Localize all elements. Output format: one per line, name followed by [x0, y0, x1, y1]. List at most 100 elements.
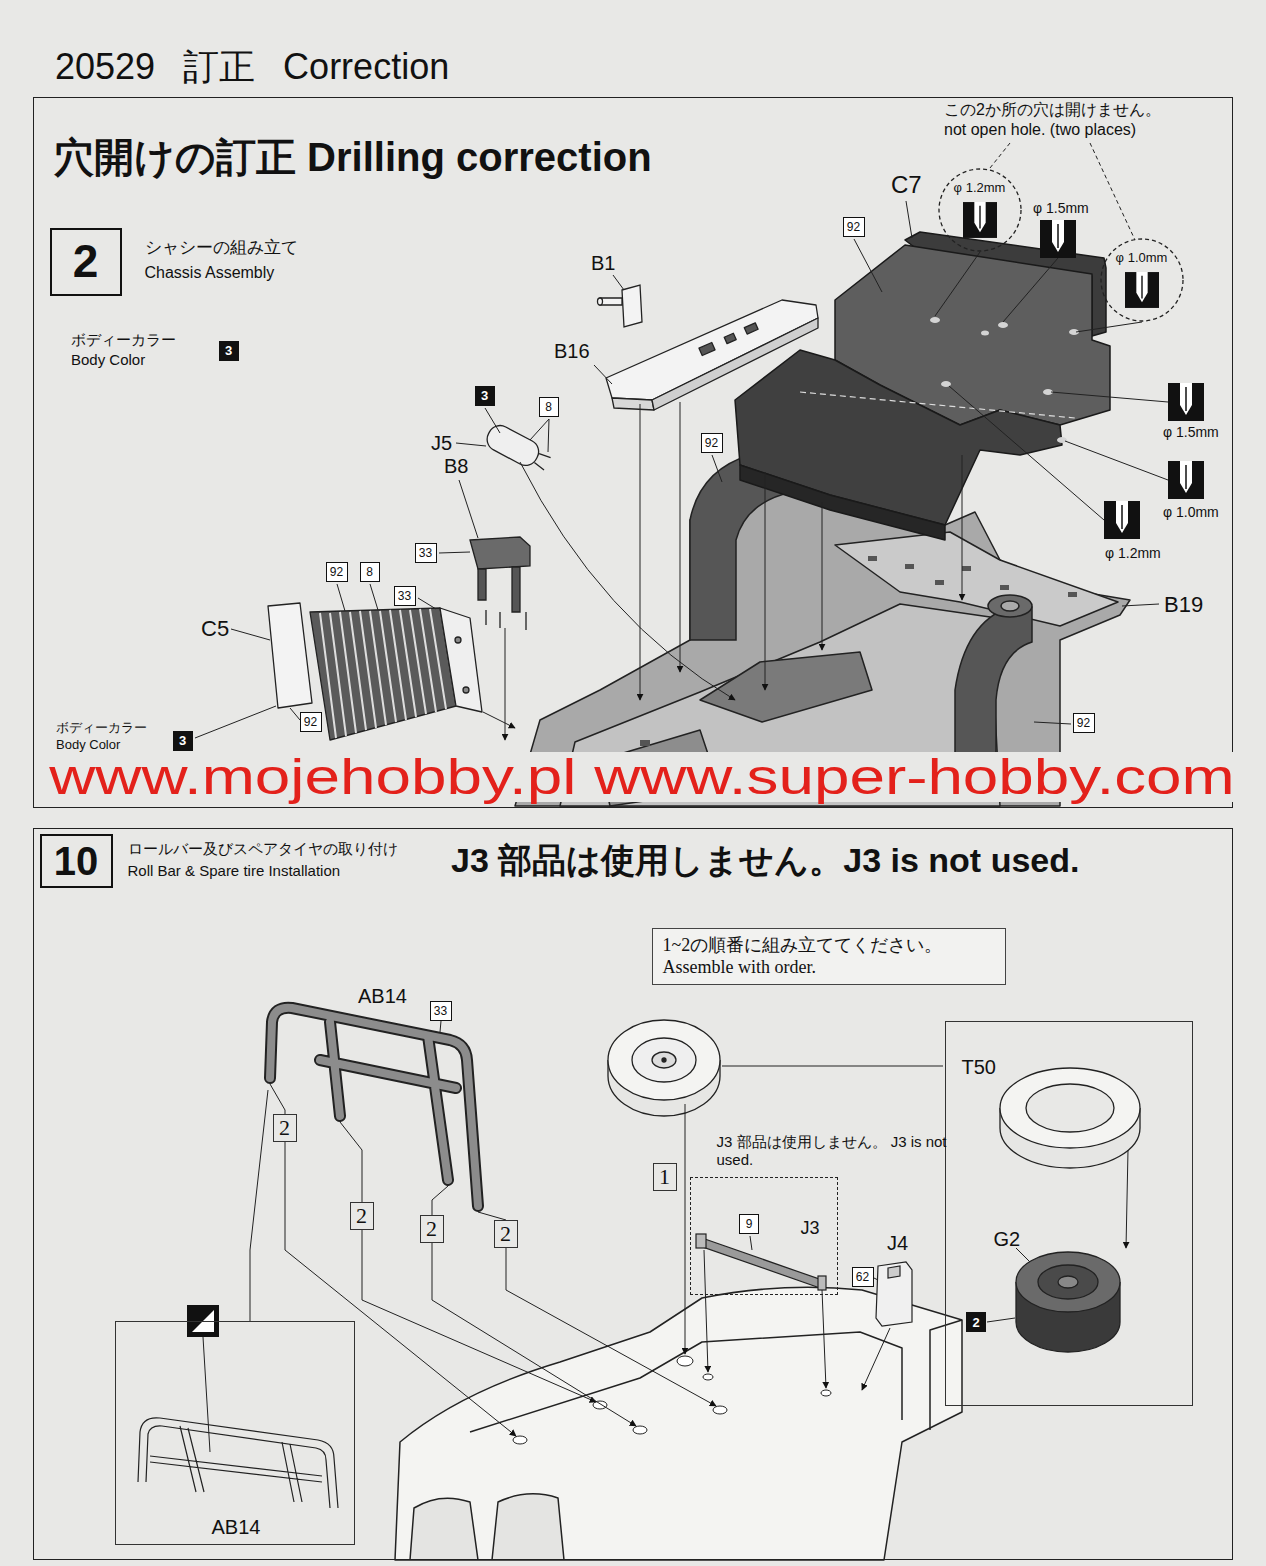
text-anchor: 9 — [746, 1218, 753, 1230]
fuel-can-part — [888, 1266, 900, 1278]
text-anchor: 穴開けの訂正 Drilling correction — [54, 134, 652, 180]
leader-line — [1016, 1248, 1030, 1262]
text-anchor: 1~2の順番に組み立ててください。 Assemble with order. — [663, 934, 995, 979]
assembly-arrow — [962, 455, 963, 600]
text-anchor: φ 1.2mm — [938, 181, 1022, 196]
step-number-box: 10ロールバー及びスペアタイヤの取り付けRoll Bar & Spare tir… — [40, 834, 113, 888]
chassis-tub — [700, 652, 872, 722]
floor-panel — [740, 465, 945, 540]
label-anchor: B16 — [553, 340, 591, 363]
radiator-part — [268, 603, 482, 740]
label-anchor: ボディーカラー — [70, 331, 177, 349]
part-label: J5 — [430, 432, 453, 455]
spare-tire — [662, 1058, 666, 1062]
car-body — [395, 1287, 962, 1560]
paint-callout: 92 — [1073, 713, 1095, 733]
assembly-arrow — [640, 404, 641, 700]
text-anchor: 92 — [1077, 717, 1090, 729]
part-label: C5 — [200, 616, 230, 641]
car-body — [410, 1498, 478, 1560]
console-part — [612, 398, 654, 410]
order-number-box: 2 — [494, 1220, 518, 1248]
text-anchor: 92 — [330, 566, 343, 578]
paint-callout-black: 3 — [475, 386, 495, 406]
assembly-arrow — [340, 1122, 596, 1402]
hole-mark — [998, 322, 1008, 328]
part-label: J4 — [886, 1232, 909, 1255]
part-label: φ 1.5mm — [1032, 200, 1090, 216]
paint-callout: 92 — [326, 562, 348, 582]
node-heading: ロールバー及びスペアタイヤの取り付け — [128, 840, 398, 857]
text-anchor: Chassis Assembly — [145, 264, 275, 282]
drill-icon — [1040, 220, 1076, 258]
label-anchor: B19 — [1163, 592, 1204, 617]
part-label: B19 — [1163, 592, 1204, 617]
leader-line — [1034, 722, 1071, 724]
car-body — [395, 1287, 962, 1560]
assembly-arrow — [685, 1104, 686, 1354]
chassis-tub — [835, 532, 1118, 626]
floor-panel — [735, 350, 1062, 525]
floor-hole — [640, 740, 650, 746]
text-anchor: 33 — [419, 547, 432, 559]
text-anchor: 33 — [398, 590, 411, 602]
assembly-arrow — [680, 402, 681, 672]
leader-line — [874, 1278, 878, 1280]
mount-hole — [821, 1390, 831, 1396]
radiator-part — [310, 608, 456, 740]
node-text: T50 — [962, 1056, 996, 1079]
lever-part — [622, 285, 642, 327]
leader-line — [987, 1318, 1015, 1322]
drill-leader — [1003, 258, 1058, 322]
paint-callout: 62 — [852, 1267, 874, 1287]
leader-line — [722, 1066, 943, 1067]
dashed-circle-outline — [939, 169, 1021, 251]
wheel-arch — [1001, 601, 1019, 611]
detail-inset-box: T50G22 — [945, 1021, 1193, 1406]
node-text: 92 — [330, 566, 343, 578]
leader-line — [290, 708, 300, 720]
drill-leader — [949, 386, 1104, 520]
leader-line — [418, 598, 436, 609]
floor-hole — [1068, 592, 1077, 597]
text-anchor: 92 — [847, 221, 860, 233]
unused-bar-part — [700, 1238, 822, 1288]
text-anchor: J3 — [801, 1218, 820, 1239]
node-text: 62 — [856, 1271, 869, 1283]
part-label: φ 1.5mm — [1162, 424, 1220, 440]
leader-line — [195, 706, 276, 738]
roll-bar — [270, 1008, 478, 1206]
drill-leader — [1065, 441, 1168, 480]
extinguisher-part — [483, 421, 553, 475]
label-anchor: B8 — [443, 455, 469, 478]
label-anchor: AB14 — [357, 985, 408, 1008]
assembly-arrow — [862, 1328, 890, 1390]
drill-icon — [963, 202, 997, 238]
text-anchor: 2 — [972, 1316, 979, 1329]
order-number-box: 1 — [653, 1163, 677, 1191]
assembly-arrow — [270, 1084, 1128, 1436]
roll-bar-detail — [138, 1418, 338, 1508]
roll-bar — [270, 1008, 478, 1206]
car-body — [470, 1332, 902, 1432]
roll-bar-detail — [150, 1426, 322, 1502]
floor-hole — [935, 580, 944, 585]
node-text: 92 — [304, 716, 317, 728]
mount-hole — [633, 1426, 647, 1434]
lever-part — [600, 298, 622, 305]
mount-hole — [513, 1436, 527, 1444]
leader-line — [203, 1021, 1030, 1452]
extinguisher-part — [483, 421, 543, 469]
bracket-part — [486, 610, 526, 630]
node-heading: シャシーの組み立て — [145, 238, 298, 258]
leader-line — [594, 365, 612, 384]
assembly-arrow — [520, 462, 735, 700]
label-anchor: B1 — [590, 252, 616, 275]
part-label: not open hole. (two places) — [943, 121, 1137, 139]
assembly-arrow — [704, 1250, 708, 1372]
roll-bar-detail — [138, 1418, 338, 1508]
node-text: 2 — [500, 1223, 511, 1245]
text-anchor: 92 — [705, 437, 718, 449]
sheet-title: 20529 訂正 Correction — [55, 46, 449, 87]
drill-icon — [1168, 461, 1204, 499]
